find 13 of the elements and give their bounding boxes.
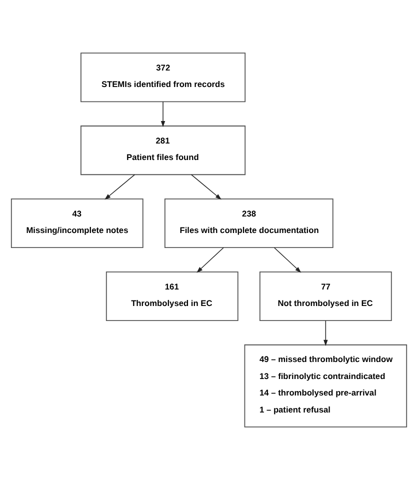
arrow (324, 320, 328, 346)
arrow (196, 247, 224, 273)
node-box: 372 STEMIs identified from records (80, 52, 246, 102)
arrow (274, 247, 302, 273)
node-box: 238 Files with complete documentation (164, 198, 334, 248)
arrow (191, 174, 222, 200)
node-box: 281 Patient files found (80, 126, 246, 176)
arrow (160, 101, 166, 128)
node-box: 77 Not thrombolysed in EC (259, 271, 392, 322)
node-box: 161 Thrombolysed in EC (106, 271, 238, 322)
node-box: 43 Missing/incomplete notes (10, 198, 144, 248)
arrow (104, 174, 136, 200)
node-box: 49 – missed thrombolytic window 13 – fibrinolytic contraindicated 14 – thrombolysed pre-arrival 1 – patient refusal (244, 344, 408, 428)
